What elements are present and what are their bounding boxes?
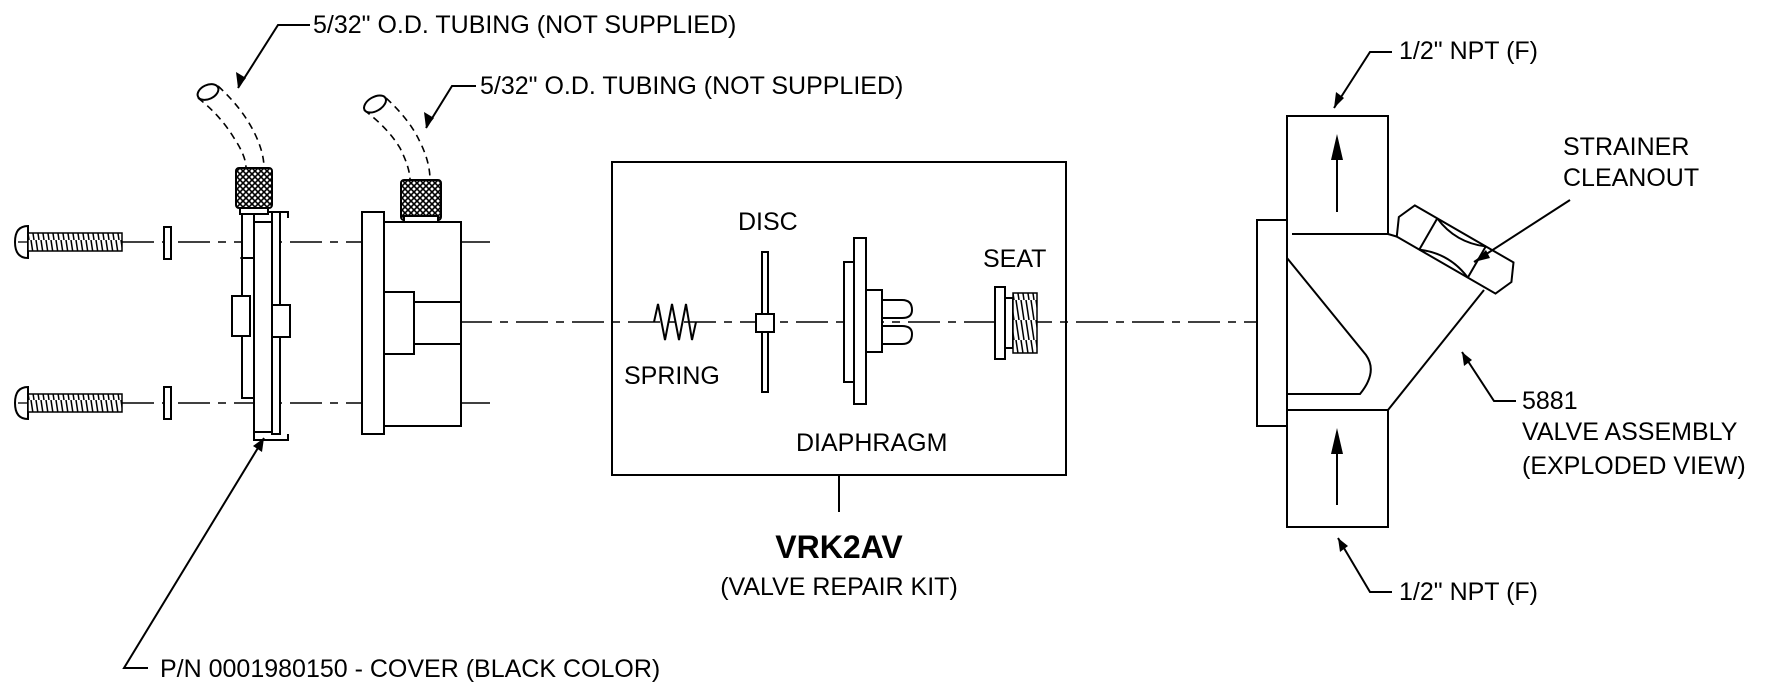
label-diaphragm: DIAPHRAGM [796,429,947,457]
valve-block [361,94,462,435]
leader-tubing-left [237,24,310,89]
screw-lower [13,385,123,421]
leader-valve-assembly [1461,351,1516,402]
label-strainer-2: CLEANOUT [1563,164,1699,192]
label-tubing-left: 5/32" O.D. TUBING (NOT SUPPLIED) [313,11,736,39]
leader-npt-top [1333,51,1392,109]
washer-lower [163,386,172,420]
label-seat: SEAT [983,245,1046,273]
screw-upper [13,224,123,260]
valve-assembly [1256,115,1515,528]
seat-part [994,286,1038,360]
leader-npt-bottom [1337,537,1392,593]
label-exploded-view: (EXPLODED VIEW) [1522,452,1746,480]
leader-cover [122,437,265,669]
spring-part [653,303,697,341]
label-npt-top: 1/2" NPT (F) [1399,37,1538,65]
label-valve-assembly: VALVE ASSEMBLY [1522,418,1738,446]
disc-part [755,251,775,393]
leader-strainer [1473,199,1571,263]
washer-upper [163,226,172,260]
diaphragm-part [843,237,914,405]
label-strainer-1: STRAINER [1563,133,1689,161]
label-kit-desc: (VALVE REPAIR KIT) [720,573,958,601]
leader-tubing-right [425,85,476,129]
label-valve-number: 5881 [1522,387,1578,415]
label-tubing-right: 5/32" O.D. TUBING (NOT SUPPLIED) [480,72,903,100]
label-disc: DISC [738,208,798,236]
label-kit-name: VRK2AV [775,529,903,565]
label-cover: P/N 0001980150 - COVER (BLACK COLOR) [160,655,660,683]
cover-part [196,83,291,441]
label-spring: SPRING [624,362,720,390]
label-npt-bottom: 1/2" NPT (F) [1399,578,1538,606]
